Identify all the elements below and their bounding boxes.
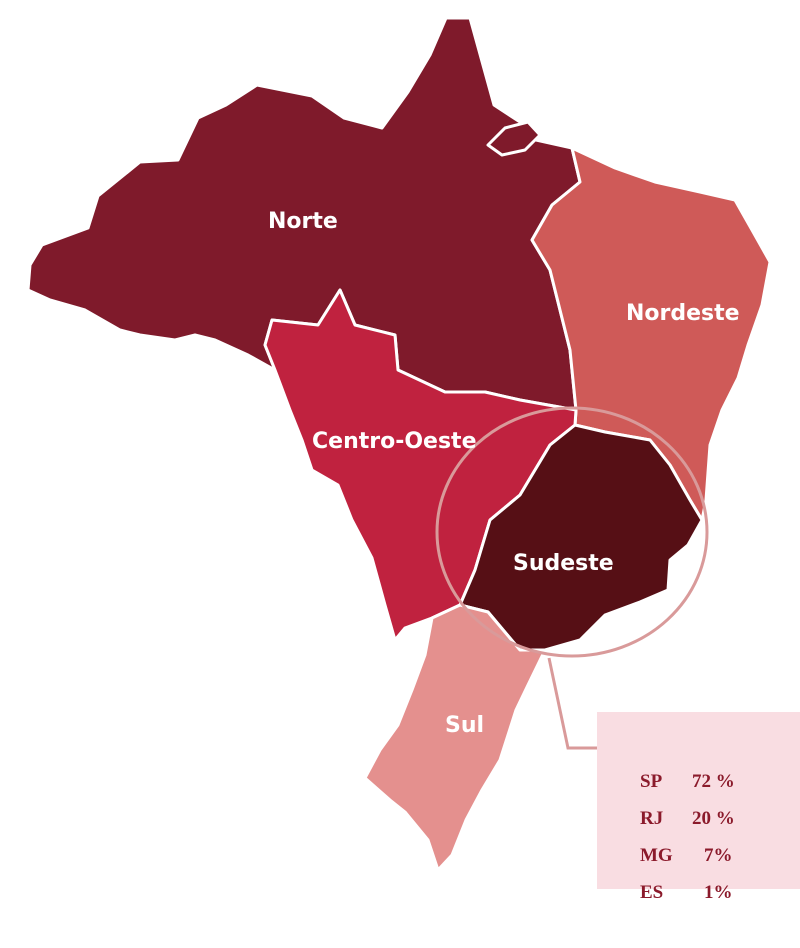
- legend-share: 20 %: [692, 808, 735, 829]
- legend-state: MG: [640, 845, 673, 866]
- legend-share: 1%: [704, 882, 733, 903]
- brazil-regions-map: Norte Nordeste Centro-Oeste Sudeste Sul: [26, 16, 772, 872]
- legend-state: RJ: [640, 808, 664, 829]
- sudeste-share-legend: SP 72 % RJ 20 % MG 7% ES 1%: [597, 712, 800, 903]
- legend-share: 7%: [704, 845, 733, 866]
- label-sudeste: Sudeste: [513, 551, 614, 576]
- legend-row-mg: MG 7%: [621, 800, 800, 866]
- label-nordeste: Nordeste: [626, 301, 740, 326]
- legend-connector-line: [547, 657, 597, 750]
- legend-row-sp: SP 72 %: [621, 726, 800, 792]
- label-centro-oeste: Centro-Oeste: [312, 429, 477, 454]
- legend-share: 72 %: [692, 771, 735, 792]
- label-norte: Norte: [268, 209, 338, 234]
- label-sul: Sul: [445, 713, 484, 738]
- region-sudeste[interactable]: [458, 423, 704, 652]
- region-norte-island: [486, 120, 542, 157]
- legend-state: ES: [640, 882, 664, 903]
- sudeste-highlight-circle: [435, 406, 709, 658]
- legend-row-rj: RJ 20 %: [621, 763, 800, 829]
- legend-state: SP: [640, 771, 663, 792]
